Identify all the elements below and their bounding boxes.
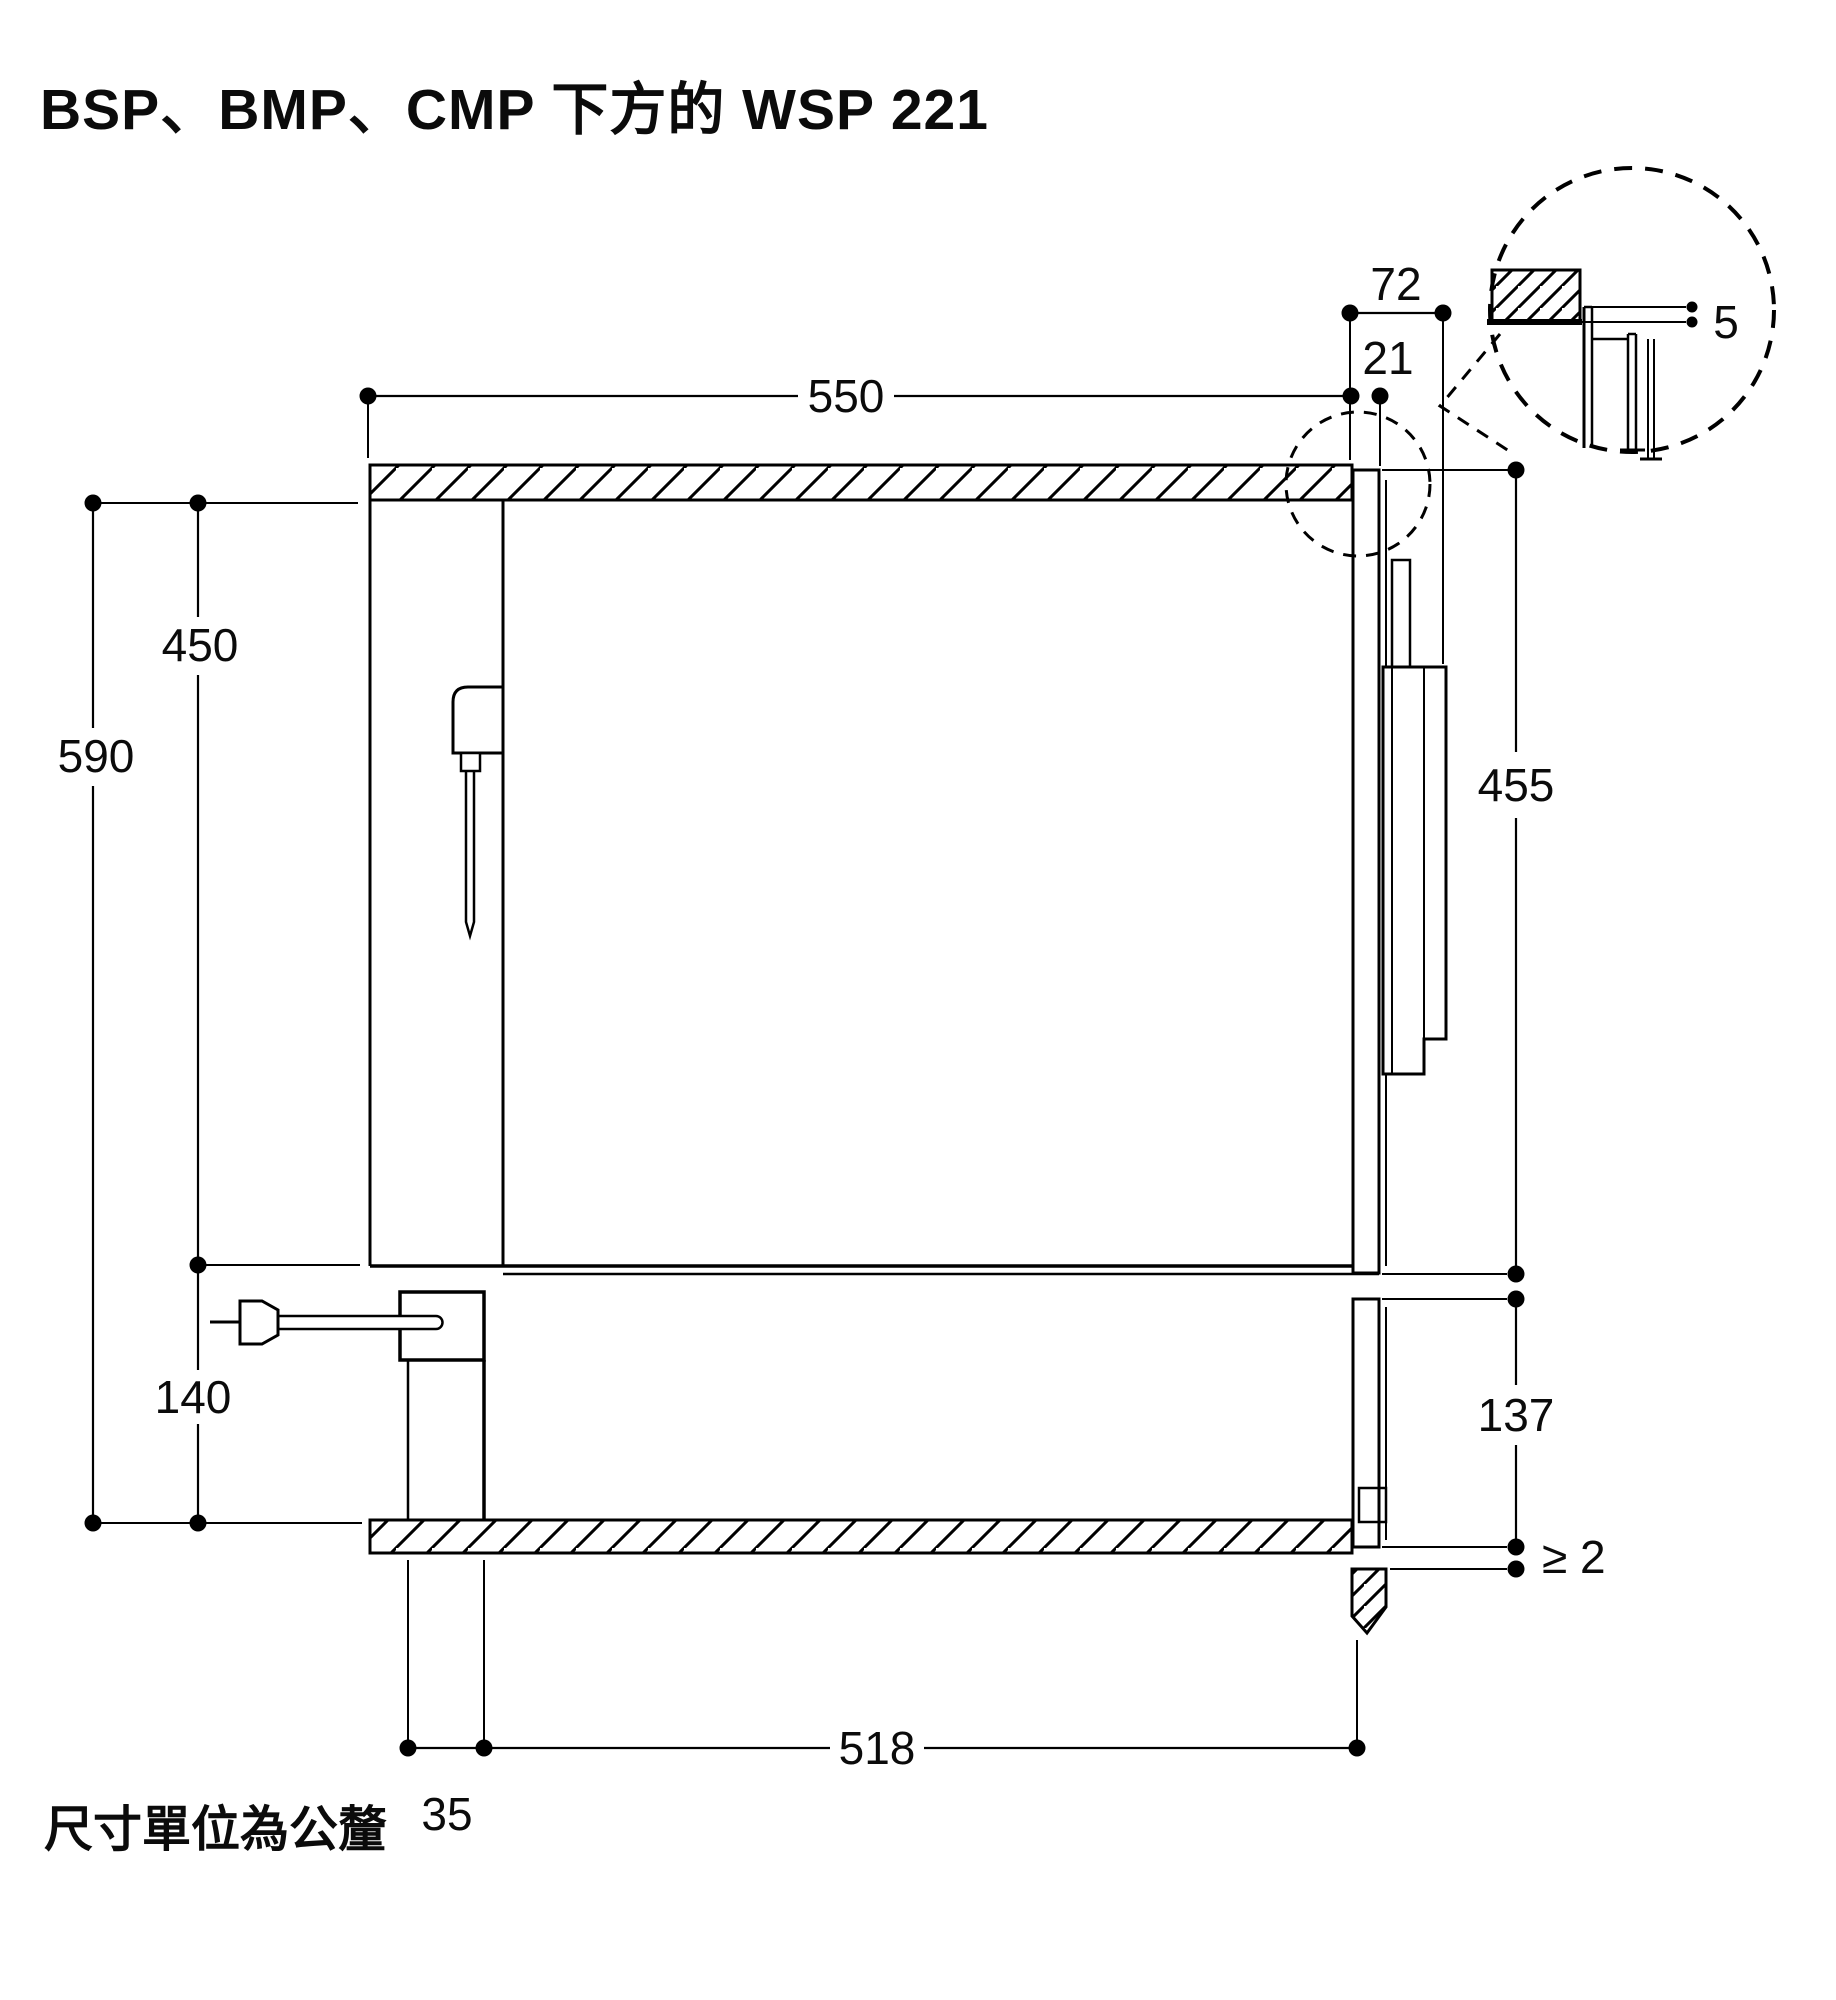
dim-min-gap-label: ≥ 2 xyxy=(1542,1531,1606,1583)
dot-137-bottom xyxy=(1507,1538,1525,1556)
cabinet-structure xyxy=(210,463,1388,1636)
dot-590-bottom xyxy=(84,1514,102,1532)
dim-137-label: 137 xyxy=(1478,1389,1555,1441)
dot-450-bottom xyxy=(189,1256,207,1274)
page-title: BSP、BMP、CMP 下方的 WSP 221 xyxy=(40,78,989,142)
appliance-front xyxy=(1351,468,1448,1549)
callout-leader-lines xyxy=(1437,333,1510,453)
dot-550-right xyxy=(1342,387,1360,405)
dot-518-right xyxy=(1348,1739,1366,1757)
dim-21-label: 21 xyxy=(1362,332,1413,384)
callout-detail-circle xyxy=(1488,166,1776,454)
plinth-panel-section xyxy=(1350,1567,1388,1636)
dim-140-label: 140 xyxy=(155,1371,232,1423)
handle-bracket xyxy=(1390,558,1412,669)
dot-72-right xyxy=(1434,304,1452,322)
cable-hook-tail xyxy=(464,771,476,941)
drawer-front xyxy=(1351,1297,1381,1549)
dot-72-left xyxy=(1341,304,1359,322)
countertop-section xyxy=(368,463,1354,502)
detail-callout xyxy=(1284,166,1776,558)
dot-550-left xyxy=(359,387,377,405)
dot-35-left xyxy=(399,1739,417,1757)
dot-140-bottom xyxy=(189,1514,207,1532)
mains-plug-icon xyxy=(238,1299,280,1346)
callout-source-circle xyxy=(1284,410,1432,558)
dot-35-right xyxy=(475,1739,493,1757)
dot-455-bottom xyxy=(1507,1265,1525,1283)
dim-518-label: 518 xyxy=(839,1722,916,1774)
dot-21-right xyxy=(1371,387,1389,405)
units-note: 尺寸單位為公釐 xyxy=(44,1803,388,1857)
detail-dim-dot-top xyxy=(1686,301,1698,313)
detail-dim-dot-bottom xyxy=(1686,316,1698,328)
dim-590-label: 590 xyxy=(58,730,135,782)
cable-hook-neck xyxy=(459,751,482,773)
dim-455-label: 455 xyxy=(1478,759,1555,811)
oven-door-front xyxy=(1351,468,1381,1275)
dim-550-label: 550 xyxy=(808,370,885,422)
dim-35-label: 35 xyxy=(421,1788,472,1840)
dimension-dots xyxy=(84,304,1525,1757)
cable-hook-body xyxy=(451,685,503,755)
dot-137-top xyxy=(1507,1290,1525,1308)
dimension-labels: 550 72 21 5 450 590 140 455 137 518 35 ≥… xyxy=(58,258,1739,1840)
dot-450-top xyxy=(189,494,207,512)
mains-cable xyxy=(278,1314,444,1331)
dim-72-label: 72 xyxy=(1370,258,1421,310)
drawer-bottom-rail xyxy=(1357,1486,1388,1524)
dim-450-label: 450 xyxy=(162,619,239,671)
dot-gap-bottom xyxy=(1507,1560,1525,1578)
cabinet-floor-section xyxy=(368,1518,1354,1555)
junction-box xyxy=(398,1290,486,1362)
dot-590-top xyxy=(84,494,102,512)
dot-455-top xyxy=(1507,461,1525,479)
dim-5-label: 5 xyxy=(1713,296,1739,348)
detail-countertop-section xyxy=(1490,268,1582,324)
